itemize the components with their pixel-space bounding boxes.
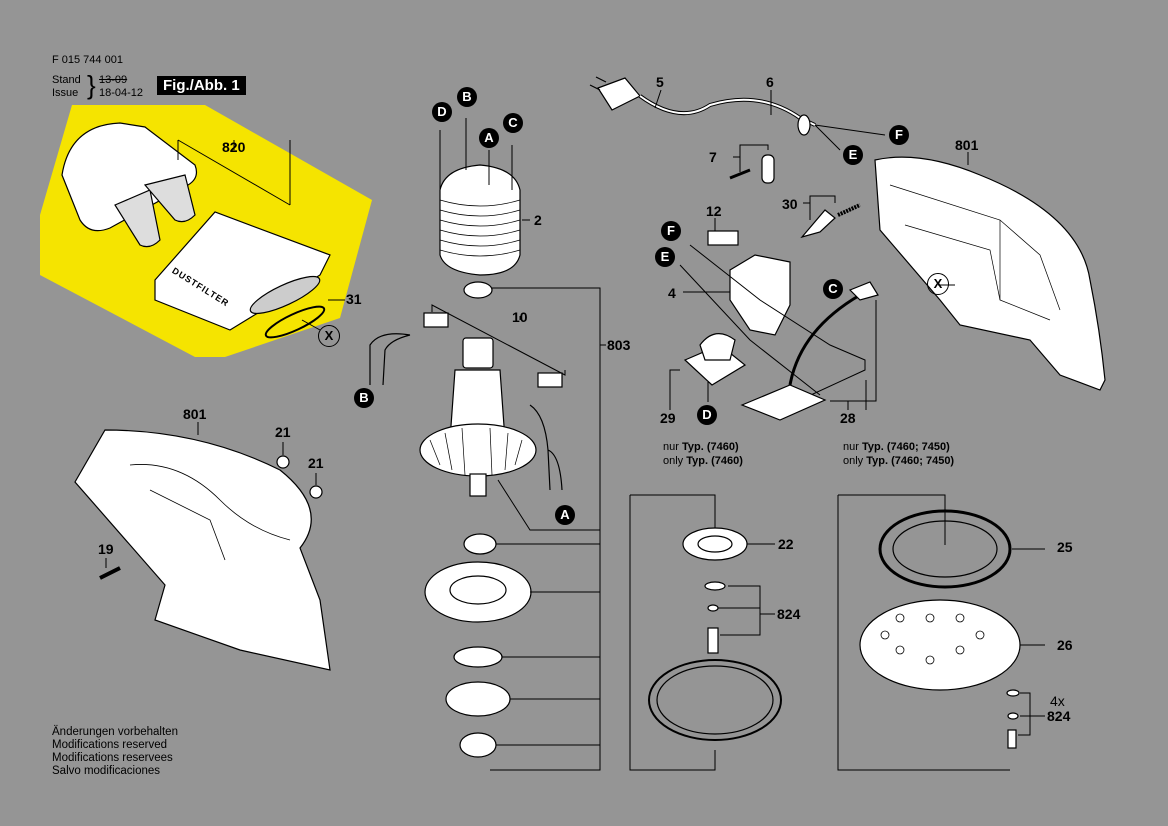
plug-5 bbox=[597, 77, 641, 111]
switch-wiring bbox=[679, 244, 866, 401]
callout-F-cord: F bbox=[889, 125, 909, 145]
callout-X-filter: X bbox=[318, 325, 340, 347]
cord-grommet bbox=[797, 114, 811, 136]
stator-2 bbox=[439, 164, 521, 276]
label-824-qty: 4x bbox=[1050, 693, 1065, 709]
brush-wire-A bbox=[529, 404, 563, 491]
pad-seal bbox=[648, 659, 782, 741]
trigger-30 bbox=[800, 209, 836, 239]
armature-fan bbox=[419, 423, 537, 477]
screw-19 bbox=[99, 566, 121, 580]
callout-B-wire: B bbox=[354, 388, 374, 408]
housing-half-left bbox=[74, 429, 331, 671]
brush-1 bbox=[423, 312, 449, 328]
brush-2 bbox=[537, 372, 563, 388]
footer-es: Salvo modificaciones bbox=[52, 765, 161, 777]
label-6: 6 bbox=[766, 74, 774, 90]
sanding-pad-26 bbox=[859, 599, 1021, 691]
label-10: 10 bbox=[512, 309, 528, 325]
label-820: 820 bbox=[222, 139, 246, 155]
part-number: F 015 744 001 bbox=[52, 54, 123, 66]
brace: } bbox=[87, 70, 96, 100]
footer-de: Änderungen vorbehalten bbox=[52, 726, 178, 738]
callout-E-switch: E bbox=[655, 247, 675, 267]
callout-E-cord: E bbox=[843, 145, 863, 165]
callout-C-top: C bbox=[503, 113, 523, 133]
label-2: 2 bbox=[534, 212, 542, 228]
label-28: 28 bbox=[840, 410, 856, 426]
filter-cone-2 bbox=[143, 174, 196, 223]
note-29-de: nur Typ. (7460) bbox=[663, 441, 739, 453]
footer-en: Modifications reserved bbox=[52, 739, 168, 751]
washer-824 bbox=[704, 581, 726, 591]
label-824-mid: 824 bbox=[777, 606, 801, 622]
label-801-left: 801 bbox=[183, 406, 207, 422]
o-ring-31 bbox=[264, 305, 326, 339]
pin-21a bbox=[276, 455, 290, 469]
housing-half-right bbox=[874, 156, 1106, 391]
footer-fr: Modifications reservees bbox=[52, 752, 173, 764]
old-date: 13-09 bbox=[99, 74, 128, 86]
electronics-board-28 bbox=[740, 384, 827, 421]
bearing-flange bbox=[445, 681, 511, 717]
cable-exit bbox=[848, 281, 879, 301]
label-5: 5 bbox=[656, 74, 664, 90]
label-21a: 21 bbox=[275, 424, 291, 440]
label-30: 30 bbox=[782, 196, 798, 212]
figure-label: Fig./Abb. 1 bbox=[157, 76, 246, 95]
callout-X-housing: X bbox=[927, 273, 949, 295]
callout-D-top: D bbox=[432, 102, 452, 122]
label-31: 31 bbox=[346, 291, 362, 307]
label-824-right: 824 bbox=[1047, 708, 1071, 724]
label-29: 29 bbox=[660, 410, 676, 426]
label-12: 12 bbox=[706, 203, 722, 219]
label-801-right: 801 bbox=[955, 137, 979, 153]
armature-commutator bbox=[462, 337, 494, 369]
callout-A-top: A bbox=[479, 128, 499, 148]
bearing-lower bbox=[463, 533, 497, 555]
screw-824 bbox=[707, 627, 719, 654]
bearing-top bbox=[463, 281, 493, 299]
note-28-en: only Typ. (7460; 7450) bbox=[843, 455, 955, 467]
seal-plate bbox=[453, 646, 503, 668]
cable-clamp bbox=[761, 154, 775, 184]
dust-filter-cap bbox=[61, 122, 198, 232]
callout-B-top: B bbox=[457, 87, 477, 107]
callout-F-switch: F bbox=[661, 221, 681, 241]
label-7: 7 bbox=[709, 149, 717, 165]
callout-D-board: D bbox=[697, 405, 717, 425]
callout-A-wire: A bbox=[555, 505, 575, 525]
issue-label: Issue bbox=[52, 87, 79, 99]
label-803: 803 bbox=[607, 337, 631, 353]
label-19: 19 bbox=[98, 541, 114, 557]
note-28-de: nur Typ. (7460; 7450) bbox=[843, 441, 950, 453]
stand-label: Stand bbox=[52, 74, 81, 86]
spring-30 bbox=[837, 203, 861, 217]
capacitor-12 bbox=[707, 230, 739, 246]
switch-4 bbox=[729, 254, 791, 336]
label-26: 26 bbox=[1057, 637, 1073, 653]
screw-824-r bbox=[1007, 729, 1017, 749]
filter-cone-1 bbox=[114, 189, 161, 248]
issue-date: 18-04-12 bbox=[99, 87, 144, 99]
filter-opening bbox=[249, 275, 321, 315]
label-4: 4 bbox=[668, 285, 676, 301]
dust-nozzle-cable bbox=[788, 293, 861, 386]
label-21b: 21 bbox=[308, 455, 324, 471]
washer-824-r bbox=[1006, 689, 1020, 697]
circlip-824-r bbox=[1007, 712, 1019, 720]
dust-filter-box bbox=[154, 211, 331, 331]
note-29-en: only Typ. (7460) bbox=[663, 455, 743, 467]
bearing-bottom bbox=[459, 732, 497, 758]
screw-7 bbox=[729, 168, 751, 180]
callout-C-switch: C bbox=[823, 279, 843, 299]
label-25: 25 bbox=[1057, 539, 1073, 555]
pin-21b bbox=[309, 485, 323, 499]
armature-shaft bbox=[469, 473, 487, 497]
brush-wire-B bbox=[369, 333, 411, 386]
control-knob bbox=[699, 333, 736, 361]
circlip-824 bbox=[707, 604, 719, 612]
label-22: 22 bbox=[778, 536, 794, 552]
